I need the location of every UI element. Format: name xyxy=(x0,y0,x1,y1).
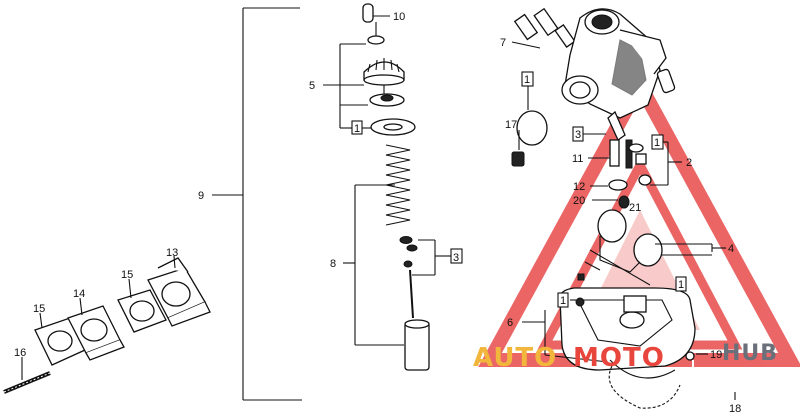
callout-9: 9 xyxy=(198,190,204,202)
callout-21: 21 xyxy=(629,202,641,214)
box-3-center xyxy=(450,248,463,264)
callout-19: 19 xyxy=(710,349,722,361)
callout-1-e: 1 xyxy=(678,279,684,291)
callout-4: 4 xyxy=(728,243,734,255)
callout-15-a: 15 xyxy=(33,303,45,315)
box-1-d xyxy=(557,292,569,308)
callout-18: 18 xyxy=(729,403,741,415)
box-3-right xyxy=(572,126,584,142)
needle-jet-assembly xyxy=(362,3,430,371)
callout-2: 2 xyxy=(686,157,692,169)
carburetor-body xyxy=(513,7,676,141)
jet-parts xyxy=(608,139,652,209)
callout-11: 11 xyxy=(572,153,583,165)
watermark-hub: HUB xyxy=(722,341,778,366)
box-1-e xyxy=(675,276,687,292)
watermark-moto: MOTO xyxy=(573,343,665,373)
callout-3-b: 3 xyxy=(575,129,581,141)
callout-14: 14 xyxy=(73,288,85,300)
bracket-9 xyxy=(212,7,302,401)
callout-17: 17 xyxy=(505,119,517,131)
callout-15-b: 15 xyxy=(121,269,133,281)
callout-1-b: 1 xyxy=(524,74,530,86)
o-ring-17 xyxy=(511,71,548,167)
callout-5: 5 xyxy=(309,80,315,92)
callout-8: 8 xyxy=(330,258,336,270)
callout-7: 7 xyxy=(500,37,506,49)
watermark-auto: AUTO xyxy=(473,343,557,373)
callout-12: 12 xyxy=(573,181,585,193)
callout-1-c: 1 xyxy=(654,137,660,149)
box-1-c xyxy=(651,134,664,150)
callout-20: 20 xyxy=(573,195,585,207)
callout-6: 6 xyxy=(507,317,513,329)
callout-10: 10 xyxy=(393,11,405,23)
callout-1-d: 1 xyxy=(560,295,566,307)
callout-3-a: 3 xyxy=(453,252,459,264)
callout-1-a: 1 xyxy=(354,123,360,135)
watermark-logo: AUTO MOTO HUB xyxy=(473,341,778,373)
callout-13: 13 xyxy=(166,247,178,259)
box-1-a xyxy=(351,120,363,135)
callout-16: 16 xyxy=(14,347,26,359)
float-bowl-assembly xyxy=(559,209,746,409)
intake-parts xyxy=(3,257,211,394)
